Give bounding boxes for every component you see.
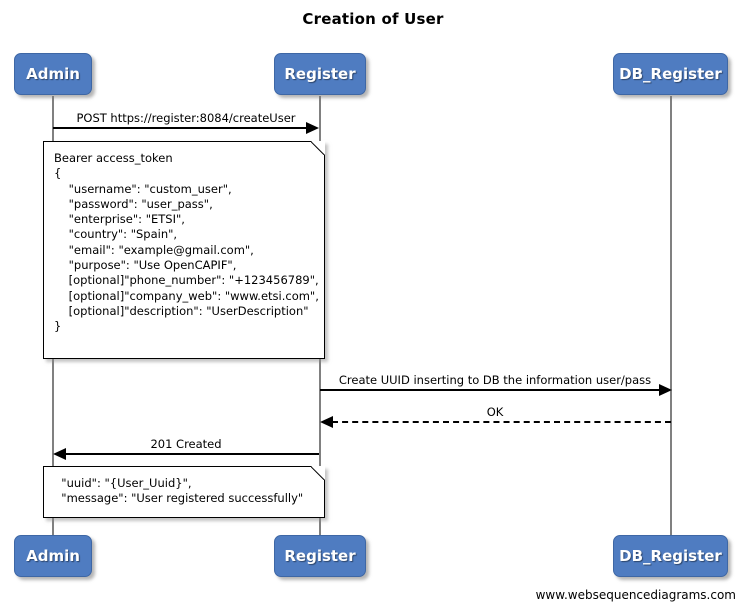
message-create-uuid-arrowhead (659, 384, 672, 396)
participant-admin-top-label: Admin (26, 65, 80, 83)
participant-admin-top[interactable]: Admin (14, 53, 92, 95)
participant-register-top[interactable]: Register (274, 53, 366, 95)
participant-admin-bottom-label: Admin (26, 547, 80, 565)
message-post-create-user-line (53, 127, 306, 129)
message-ok-arrowhead (320, 416, 333, 428)
participant-db-register-bottom-label: DB_Register (619, 547, 722, 565)
message-post-create-user-arrowhead (306, 122, 319, 134)
message-create-uuid-line (320, 389, 664, 391)
message-201-created-arrowhead (53, 448, 66, 460)
message-ok-line (332, 421, 671, 423)
participant-db-register-top[interactable]: DB_Register (613, 53, 728, 95)
participant-register-bottom-label: Register (284, 547, 356, 565)
message-create-uuid-label: Create UUID inserting to DB the informat… (338, 373, 652, 387)
message-201-created-label: 201 Created (150, 437, 222, 451)
message-ok-label: OK (486, 405, 504, 419)
participant-db-register-bottom[interactable]: DB_Register (613, 535, 728, 577)
note-fold-corner-icon-2 (311, 466, 325, 480)
watermark: www.websequencediagrams.com (535, 588, 736, 602)
message-201-created-line (66, 453, 319, 455)
note-fold-corner-icon (311, 141, 325, 155)
message-post-create-user-label: POST https://register:8084/createUser (76, 111, 296, 125)
participant-admin-bottom[interactable]: Admin (14, 535, 92, 577)
participant-register-top-label: Register (284, 65, 356, 83)
note-request-payload: Bearer access_token { "username": "custo… (43, 141, 325, 359)
participant-db-register-top-label: DB_Register (619, 65, 722, 83)
lifeline-db-register (670, 96, 672, 536)
note-response-payload: "uuid": "{User_Uuid}", "message": "User … (43, 466, 325, 518)
participant-register-bottom[interactable]: Register (274, 535, 366, 577)
page-title: Creation of User (302, 10, 444, 28)
note-response-payload-text: "uuid": "{User_Uuid}", "message": "User … (61, 476, 304, 506)
note-request-payload-text: Bearer access_token { "username": "custo… (54, 151, 319, 334)
